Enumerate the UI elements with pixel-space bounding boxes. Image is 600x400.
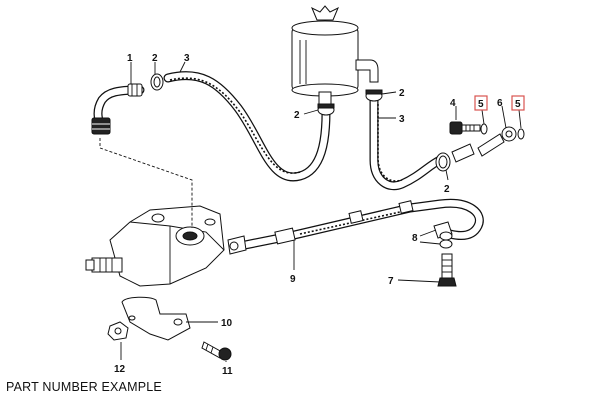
clamp-2-top-left	[150, 73, 164, 91]
hose-3-right	[369, 95, 445, 191]
callout-8: 8	[412, 233, 418, 244]
callout-10: 10	[221, 318, 233, 329]
callout-5: 5	[478, 99, 484, 110]
leader-lines	[120, 61, 522, 362]
callout-3: 3	[399, 114, 405, 125]
hose-3-left	[163, 71, 331, 182]
bolt-7	[437, 253, 457, 287]
callouts: 1 2 3 2 2 3 4 5 6 5 2 8 9 7 10 12 11	[114, 53, 521, 377]
clamp-2-reservoir-left	[317, 103, 335, 116]
callout-2: 2	[294, 110, 300, 121]
callout-2: 2	[444, 184, 450, 195]
callout-3: 3	[184, 53, 190, 64]
highlight-box-5-left	[474, 95, 488, 111]
fitting-group	[449, 121, 525, 163]
diagram-caption: PART NUMBER EXAMPLE	[6, 380, 162, 394]
hose-9	[227, 198, 484, 255]
pipe-1	[91, 83, 145, 135]
callout-9: 9	[290, 274, 296, 285]
callout-7: 7	[388, 276, 394, 287]
callout-12: 12	[114, 364, 126, 375]
highlight-box-5-right	[511, 95, 525, 111]
leader-pipe-to-gear	[99, 138, 193, 228]
nut-12	[107, 321, 129, 341]
clamp-2-lower-right	[435, 152, 451, 172]
callout-4: 4	[450, 98, 456, 109]
callout-2: 2	[399, 88, 405, 99]
callout-2: 2	[152, 53, 158, 64]
steering-gear	[85, 205, 225, 287]
callout-5: 5	[515, 99, 521, 110]
bolt-11	[201, 341, 232, 361]
callout-11: 11	[222, 366, 233, 377]
bracket-10	[121, 296, 191, 341]
fluid-reservoir	[291, 5, 379, 107]
callout-1: 1	[127, 53, 133, 64]
callout-6: 6	[497, 98, 503, 109]
banjo-fitting-8	[433, 221, 453, 249]
clamp-2-reservoir-right	[365, 89, 383, 102]
